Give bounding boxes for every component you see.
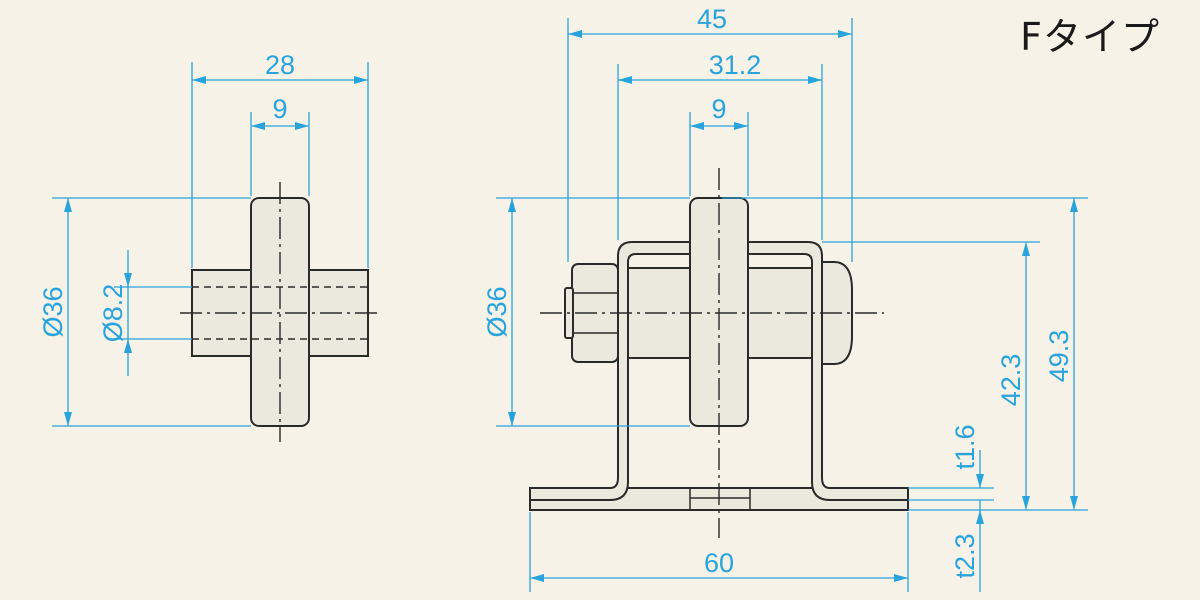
dim-front-bracket-width: 31.2 (709, 50, 762, 80)
dim-front-plate-thickness: t1.6 (950, 424, 980, 469)
dim-front-pad-thickness: t2.3 (950, 533, 980, 578)
side-view: 28 9 Ø36 Ø8.2 (38, 50, 380, 442)
dim-front-wheel-diameter: Ø36 (482, 286, 512, 337)
front-view: 45 31.2 9 Ø36 49.3 42.3 t1.6 t (482, 4, 1088, 592)
dim-side-wheel-width: 9 (272, 94, 287, 124)
dim-front-overall-height: 49.3 (1044, 330, 1074, 383)
dim-front-wheel-width: 9 (711, 94, 726, 124)
type-label: Fタイプ (1020, 15, 1160, 59)
dim-side-axle-diameter: Ø8.2 (98, 284, 128, 343)
dim-front-base-length: 60 (704, 548, 734, 578)
dim-front-axle-height: 42.3 (996, 354, 1026, 407)
dim-side-overall-width: 28 (265, 50, 295, 80)
dim-front-overall-width: 45 (697, 4, 727, 34)
dim-side-wheel-diameter: Ø36 (38, 286, 68, 337)
